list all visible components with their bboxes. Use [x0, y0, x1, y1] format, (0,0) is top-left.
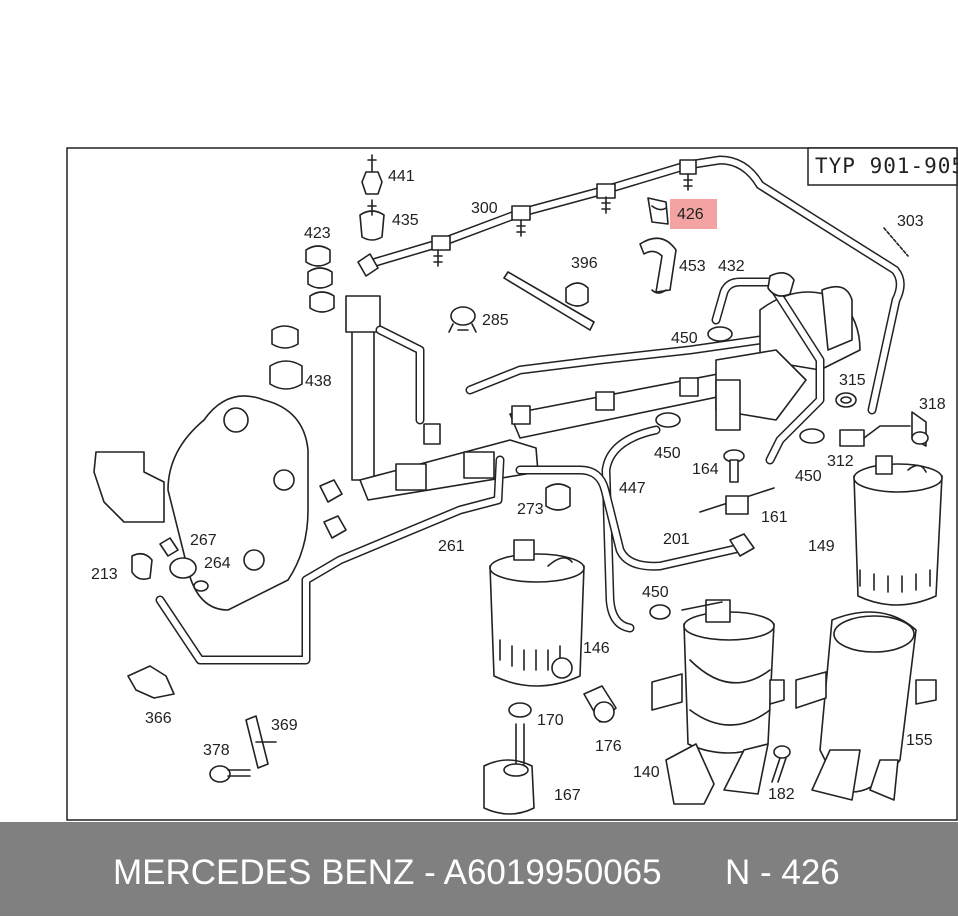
- label-396: 396: [571, 255, 598, 272]
- label-285: 285: [482, 312, 509, 329]
- bolt-378: [209, 765, 251, 783]
- label-315: 315: [839, 372, 866, 389]
- inline-161: [699, 487, 775, 515]
- label-438: 438: [305, 373, 332, 390]
- label-261: 261: [438, 538, 465, 555]
- connector-435: [359, 199, 385, 241]
- bolt-164: [723, 449, 745, 483]
- label-312: 312: [827, 453, 854, 470]
- label-182: 182: [768, 786, 795, 803]
- clamp-450-b: [655, 412, 681, 428]
- parts-diagram: TYP 901-905: [66, 147, 958, 821]
- filter-146: [489, 539, 585, 687]
- clamp-450-c: [799, 428, 825, 444]
- line-432: [711, 272, 825, 465]
- label-369: 369: [271, 717, 298, 734]
- label-267: 267: [190, 532, 217, 549]
- label-447: 447: [619, 480, 646, 497]
- footer-position: N - 426: [725, 853, 840, 892]
- type-box-label: TYP 901-905: [815, 154, 958, 178]
- label-273: 273: [517, 501, 544, 518]
- label-378: 378: [203, 742, 230, 759]
- line-261: [155, 455, 505, 665]
- label-155: 155: [906, 732, 933, 749]
- label-450-b: 450: [654, 445, 681, 462]
- label-366: 366: [145, 710, 172, 727]
- label-450-d: 450: [642, 584, 669, 601]
- bolt-182: [771, 745, 791, 783]
- seals-264: [169, 557, 209, 592]
- bracket-369: [245, 715, 277, 769]
- return-line-300: [357, 155, 905, 415]
- pump-housing: [93, 395, 347, 611]
- label-170: 170: [537, 712, 564, 729]
- clip-366: [127, 665, 175, 699]
- heater-167: [483, 723, 535, 815]
- label-435: 435: [392, 212, 419, 229]
- clamp-450-d: [649, 604, 671, 620]
- clip-273: [545, 483, 571, 511]
- label-441: 441: [388, 168, 415, 185]
- fitting-312: [839, 425, 911, 447]
- footer-part-number: MERCEDES BENZ - A6019950065: [113, 853, 662, 892]
- label-161: 161: [761, 509, 788, 526]
- line-201: [515, 465, 755, 571]
- sensor-176: [583, 685, 617, 723]
- holder-453: [639, 237, 677, 294]
- label-201: 201: [663, 531, 690, 548]
- label-423: 423: [304, 225, 331, 242]
- label-140: 140: [633, 764, 660, 781]
- label-303: 303: [897, 213, 924, 230]
- connector-441: [361, 154, 383, 195]
- label-264: 264: [204, 555, 231, 572]
- line-447: [601, 425, 661, 633]
- ring-315: [835, 392, 857, 408]
- label-318: 318: [919, 396, 946, 413]
- diagram-frame: [66, 147, 958, 821]
- label-300: 300: [471, 200, 498, 217]
- bolt-318: [911, 411, 929, 447]
- label-450-a: 450: [671, 330, 698, 347]
- label-146: 146: [583, 640, 610, 657]
- label-164: 164: [692, 461, 719, 478]
- clip-426: [647, 197, 669, 225]
- highlight-426: [670, 199, 717, 229]
- fitting-213: [131, 537, 179, 580]
- filter-140: [651, 599, 785, 805]
- clamp-285: [448, 306, 477, 333]
- strap-396: [503, 271, 595, 331]
- label-167: 167: [554, 787, 581, 804]
- label-432: 432: [718, 258, 745, 275]
- label-450-c: 450: [795, 468, 822, 485]
- spring-303: [883, 227, 909, 257]
- oring-170: [508, 702, 532, 718]
- label-453: 453: [679, 258, 706, 275]
- injector-rail: [345, 285, 861, 501]
- label-149: 149: [808, 538, 835, 555]
- filter-149: [853, 455, 943, 606]
- bracket-155: [795, 611, 937, 801]
- brackets-438: [269, 325, 303, 390]
- clips-423: [305, 245, 335, 313]
- label-176: 176: [595, 738, 622, 755]
- clamp-450-a: [707, 326, 733, 342]
- label-426: 426: [677, 206, 704, 223]
- label-213: 213: [91, 566, 118, 583]
- footer-bar: MERCEDES BENZ - A6019950065 N - 426: [0, 822, 958, 916]
- type-box: [807, 147, 958, 186]
